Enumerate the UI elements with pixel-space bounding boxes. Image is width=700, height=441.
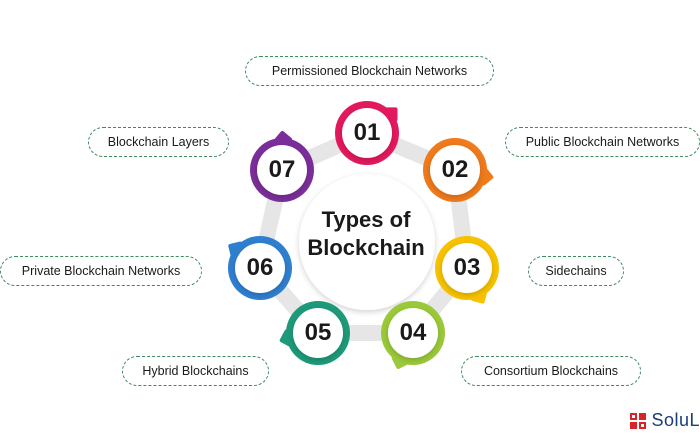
- item-label-05: Hybrid Blockchains: [122, 356, 269, 386]
- item-number-02: 02: [441, 156, 469, 183]
- center-circle: [299, 174, 435, 310]
- node-04: [381, 301, 445, 369]
- node-inner-03: [442, 243, 492, 293]
- node-01: [335, 101, 399, 165]
- node-07: [250, 130, 314, 202]
- item-label-03: Sidechains: [528, 256, 624, 286]
- item-number-03: 03: [453, 254, 481, 281]
- item-label-01: Permissioned Blockchain Networks: [245, 56, 494, 86]
- node-inner-02: [430, 145, 480, 195]
- node-inner-01: [342, 108, 392, 158]
- item-number-04: 04: [399, 319, 427, 346]
- node-02: [423, 138, 494, 202]
- center-title-line-2: Blockchain: [307, 235, 425, 260]
- node-03: [435, 236, 499, 304]
- item-label-02: Public Blockchain Networks: [505, 127, 700, 157]
- item-label-07: Blockchain Layers: [88, 127, 229, 157]
- node-05: [279, 301, 350, 365]
- node-inner-04: [388, 308, 438, 358]
- item-label-06: Private Blockchain Networks: [0, 256, 202, 286]
- item-number-07: 07: [268, 156, 296, 183]
- item-label-04: Consortium Blockchains: [461, 356, 641, 386]
- node-inner-07: [257, 145, 307, 195]
- node-inner-05: [293, 308, 343, 358]
- node-06: [228, 236, 292, 300]
- item-number-01: 01: [353, 119, 381, 146]
- center-title-line-1: Types of: [321, 207, 411, 232]
- center-title: Types of Blockchain: [300, 206, 432, 262]
- logo-icon: [630, 412, 647, 429]
- item-number-05: 05: [304, 319, 332, 346]
- brand-logo: SoluL: [629, 410, 700, 431]
- node-inner-06: [235, 243, 285, 293]
- item-number-06: 06: [246, 254, 274, 281]
- logo-text: SoluL: [651, 410, 700, 430]
